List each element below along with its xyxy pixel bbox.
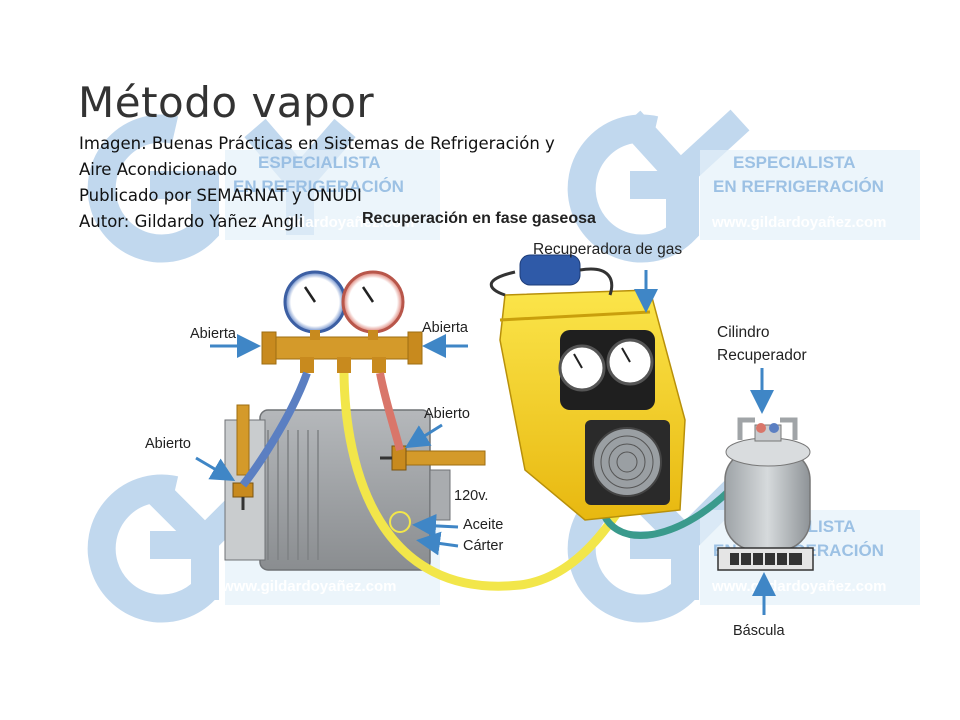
label-recovery-machine: Recuperadora de gas xyxy=(533,241,682,258)
low-side-hose xyxy=(239,371,311,488)
label-valve-right: Abierta xyxy=(422,320,469,336)
watermark-line1: ESPECIALISTA xyxy=(258,153,380,172)
watermark-url: www.gildardoyañez.com xyxy=(239,214,414,231)
compressor xyxy=(224,409,451,571)
watermark-line2: EN REFRIGERACIÓN xyxy=(713,177,884,196)
slide-title: Método vapor xyxy=(78,78,375,127)
service-valve-right xyxy=(380,445,486,471)
caption-line: Aire Acondicionado xyxy=(79,160,238,179)
label-crankcase: Cárter xyxy=(463,538,503,554)
scale xyxy=(717,547,814,571)
caption-line: Autor: Gildardo Yañez Angli xyxy=(79,212,304,231)
high-side-hose xyxy=(376,372,404,451)
service-valve-left xyxy=(232,404,254,510)
recovery-machine xyxy=(489,254,686,521)
label-valve-left: Abierta xyxy=(190,326,237,342)
watermark-logo xyxy=(567,109,920,263)
caption-line: Imagen: Buenas Prácticas en Sistemas de … xyxy=(79,134,555,153)
watermark-url: www.gildardoyañez.com xyxy=(711,578,886,595)
label-cylinder: Cilindro xyxy=(717,324,770,341)
arrow-oil xyxy=(412,513,459,538)
label-voltage: 120v. xyxy=(454,488,488,504)
filter-drier xyxy=(519,254,581,286)
diagram-heading: Recuperación en fase gaseosa xyxy=(362,210,596,227)
watermark-line1: ESPECIALISTA xyxy=(733,153,855,172)
arrow-service-valve-left xyxy=(195,456,236,482)
label-scale: Báscula xyxy=(733,623,786,639)
manifold-gauge xyxy=(261,270,423,373)
label-service-valve-right: Abierto xyxy=(424,406,470,422)
label-oil: Aceite xyxy=(463,517,503,533)
caption-line: Publicado por SEMARNAT y ONUDI xyxy=(79,186,362,205)
watermark-logo xyxy=(87,114,440,263)
arrow-crankcase xyxy=(416,531,459,556)
watermark-url: www.gildardoyañez.com xyxy=(221,578,396,595)
watermark-line2: EN REFRIGERACIÓN xyxy=(233,177,404,196)
watermark-url: www.gildardoyañez.com xyxy=(711,214,886,231)
recovery-cylinder xyxy=(724,417,811,551)
label-service-valve-left: Abierto xyxy=(145,436,191,452)
arrow-service-valve-right xyxy=(404,423,443,449)
label-cylinder-2: Recuperador xyxy=(717,347,807,364)
